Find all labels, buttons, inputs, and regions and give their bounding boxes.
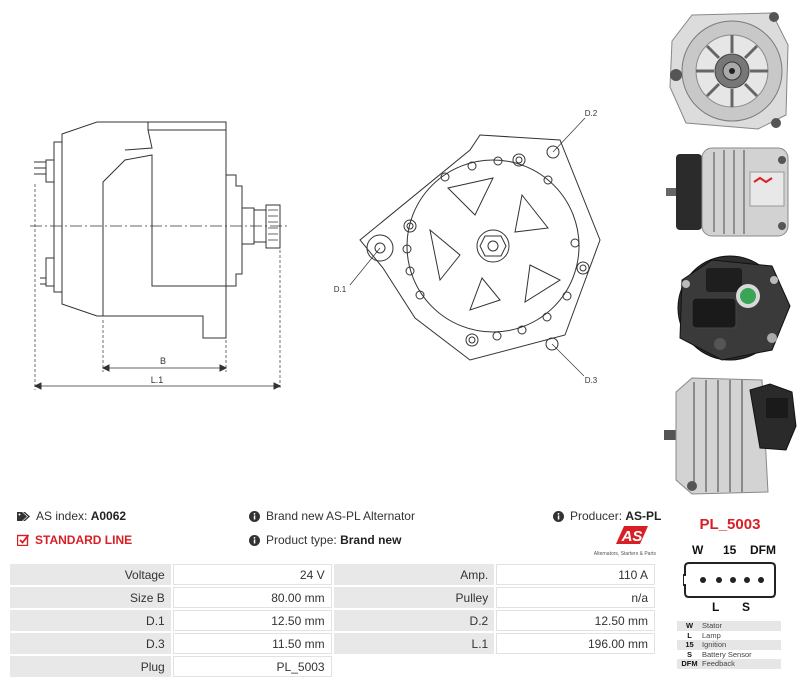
product-type-value: Brand new — [340, 533, 402, 547]
regulator-view-photo[interactable] — [662, 250, 798, 365]
legend-desc: Ignition — [702, 640, 727, 649]
spec-label: D.2 — [333, 610, 495, 631]
table-row: Size B 80.00 mm Pulley n/a — [10, 587, 655, 608]
dim-d2-label: D.2 — [585, 109, 598, 118]
side-view-photo[interactable] — [662, 140, 798, 245]
list-item: DFM Feedback — [677, 659, 781, 669]
producer-value: AS-PL — [625, 509, 662, 523]
checkbox-checked-icon — [16, 534, 30, 549]
logo-tagline: Alternators, Starters & Parts — [593, 551, 656, 557]
as-index-row: AS index: A0062 — [17, 509, 126, 525]
spec-label: D.1 — [10, 610, 171, 631]
spec-value: 196.00 mm — [496, 633, 655, 654]
spec-value: n/a — [496, 587, 655, 608]
table-row: D.1 12.50 mm D.2 12.50 mm — [10, 610, 655, 631]
spec-table: Voltage 24 V Amp. 110 A Size B 80.00 mm … — [8, 562, 657, 679]
table-row: Plug PL_5003 — [10, 656, 655, 677]
spec-label: Plug — [10, 656, 171, 677]
list-item: 15 Ignition — [677, 640, 781, 650]
spec-value: 80.00 mm — [172, 587, 332, 608]
spec-label: Size B — [10, 587, 171, 608]
empty-cell — [496, 656, 655, 677]
spec-value: 11.50 mm — [172, 633, 332, 654]
spec-label: D.3 — [10, 633, 171, 654]
plug-title: PL_5003 — [699, 516, 761, 533]
side-regulator-photo[interactable] — [662, 370, 798, 502]
pin-label-w: W — [692, 543, 704, 557]
product-type-row: Product type: Brand new — [249, 533, 401, 549]
dim-b-label: B — [160, 356, 166, 366]
spec-label: Amp. — [333, 564, 495, 585]
spec-value: 24 V — [172, 564, 332, 585]
list-item: S Battery Sensor — [677, 650, 781, 660]
plug-pins — [700, 577, 764, 583]
legend-code: W — [685, 621, 694, 630]
table-row: Voltage 24 V Amp. 110 A — [10, 564, 655, 585]
spec-label: L.1 — [333, 633, 495, 654]
empty-cell — [333, 656, 495, 677]
info-icon — [249, 535, 260, 549]
legend-code: S — [686, 649, 692, 659]
legend-desc: Feedback — [702, 659, 735, 668]
legend-code: DFM — [681, 659, 698, 668]
description-row: Brand new AS-PL Alternator — [249, 509, 415, 525]
producer-row: Producer: AS-PL — [553, 509, 661, 525]
side-view-drawing — [30, 121, 290, 390]
standard-line-row: STANDARD LINE — [16, 533, 133, 549]
plug-connector-diagram — [683, 562, 776, 598]
description-text: Brand new AS-PL Alternator — [266, 509, 415, 523]
as-index-value: A0062 — [90, 509, 127, 523]
legend-code: L — [687, 630, 692, 640]
standard-line-label: STANDARD LINE — [35, 533, 133, 547]
spec-label: Voltage — [10, 564, 171, 585]
table-row: D.3 11.50 mm L.1 196.00 mm — [10, 633, 655, 654]
legend-desc: Stator — [702, 621, 723, 630]
as-index-label: AS index: — [36, 509, 88, 523]
info-icon — [553, 511, 564, 525]
tag-icon — [17, 511, 30, 525]
pin-label-15: 15 — [723, 543, 737, 557]
info-icon — [249, 511, 260, 525]
legend-desc: Lamp — [702, 630, 721, 640]
dim-d1-label: D.1 — [334, 285, 347, 294]
pin-label-l: L — [712, 600, 720, 614]
legend-desc: Battery Sensor — [702, 649, 752, 659]
pin-label-dfm: DFM — [750, 543, 776, 557]
spec-value: 12.50 mm — [172, 610, 332, 631]
rear-view-photo[interactable] — [662, 5, 798, 133]
spec-value: 12.50 mm — [496, 610, 655, 631]
legend-code: 15 — [685, 640, 694, 649]
pin-label-s: S — [742, 600, 751, 614]
plug-legend: W Stator L Lamp 15 Ignition S Battery Sensor… — [677, 621, 781, 669]
producer-label: Producer: — [570, 509, 623, 523]
spec-value: 110 A — [496, 564, 655, 585]
front-view-drawing — [349, 117, 601, 377]
spec-value: PL_5003 — [172, 656, 332, 677]
product-type-label: Product type: — [266, 533, 337, 547]
dim-l1-label: L.1 — [151, 375, 164, 385]
list-item: L Lamp — [677, 631, 781, 641]
dim-d3-label: D.3 — [585, 376, 598, 385]
as-pl-logo: AS Alternators, Starters & Parts — [588, 524, 656, 557]
logo-text: AS — [621, 528, 643, 545]
list-item: W Stator — [677, 621, 781, 631]
spec-label: Pulley — [333, 587, 495, 608]
technical-drawing: B L.1 D.1 D.2 D.3 — [30, 109, 601, 390]
